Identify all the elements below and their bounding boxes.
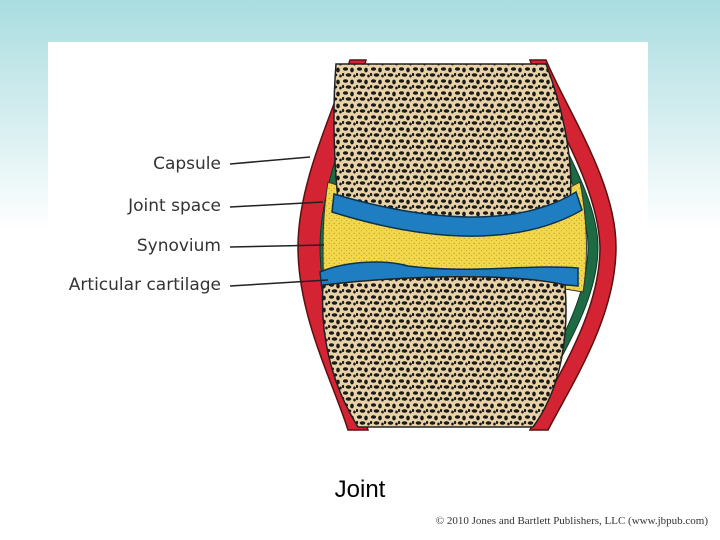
joint-space-label: Joint space [128,196,221,216]
synovium-label: Synovium [136,236,221,256]
upper-articular-cartilage [331,190,583,237]
capsule-right [528,59,617,431]
articular-cartilage-leader-line [229,279,329,287]
joint-diagram: Capsule Joint space Synovium Articular c… [48,42,648,442]
slide-title: Joint [334,476,386,503]
copyright-notice: © 2010 Jones and Bartlett Publishers, LL… [435,515,708,527]
capsule-leader-line [229,156,311,165]
synovium-leader-line [229,244,325,248]
upper-bone [333,63,572,222]
joint-space-leader-line [229,201,324,208]
capsule-label: Capsule [153,154,221,174]
lower-bone [321,276,567,428]
joint-illustration [229,59,617,431]
articular-cartilage-label: Articular cartilage [68,275,221,295]
